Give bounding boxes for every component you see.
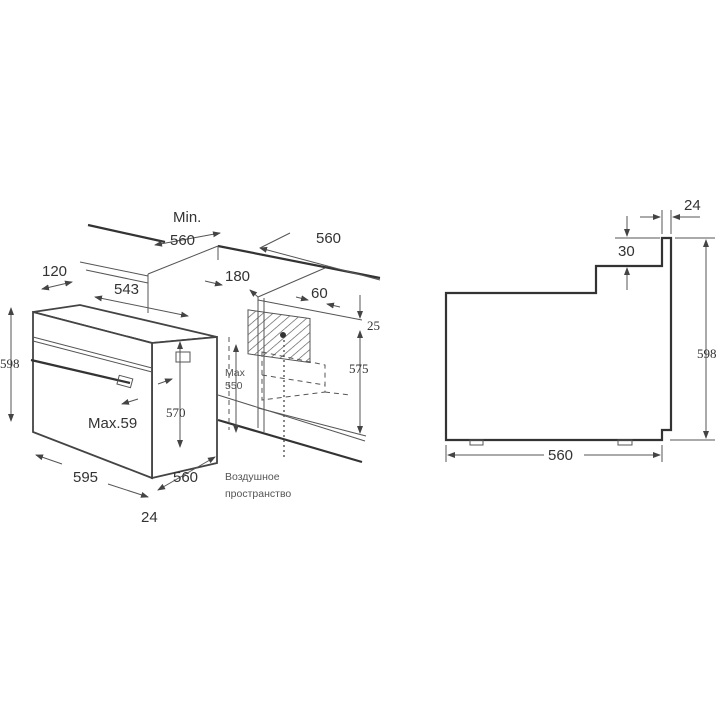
oven-side-view — [444, 210, 715, 462]
body-height-label: 570 — [166, 405, 186, 420]
side-height-label: 598 — [697, 346, 717, 361]
side-step-label: 30 — [618, 243, 635, 260]
iso-dimension-lines — [8, 231, 381, 498]
niche-width-label: 560 — [316, 230, 341, 247]
vent-top-label: 25 — [367, 318, 380, 333]
hinge-slot — [175, 351, 191, 363]
rear-gap-label: 180 — [225, 268, 250, 285]
min-label: Min. — [173, 209, 201, 226]
air-space-label-line2: пространство — [225, 488, 291, 500]
door-handle — [30, 358, 131, 385]
max-value-label: 550 — [225, 380, 243, 392]
oven-width-label: 595 — [73, 469, 98, 486]
oven-iso — [30, 304, 218, 480]
side-panel-thickness-label: 24 — [684, 197, 701, 214]
niche-height-label: 575 — [349, 361, 369, 376]
oven-height-label: 598 — [0, 356, 20, 371]
side-depth-label: 560 — [548, 447, 573, 464]
max-label: Max — [225, 367, 246, 379]
body-depth-label: 560 — [173, 469, 198, 486]
vent-width-label: 60 — [311, 285, 328, 302]
top-depth-label: 543 — [114, 281, 139, 298]
front-offset-label: 120 — [42, 263, 67, 280]
min-depth-label: 560 — [170, 232, 195, 249]
panel-thickness-label: 24 — [141, 509, 158, 526]
handle-depth-label: Max.59 — [88, 415, 137, 432]
air-space-label-line1: Воздушное — [225, 471, 280, 483]
cabinet-niche — [79, 223, 381, 464]
